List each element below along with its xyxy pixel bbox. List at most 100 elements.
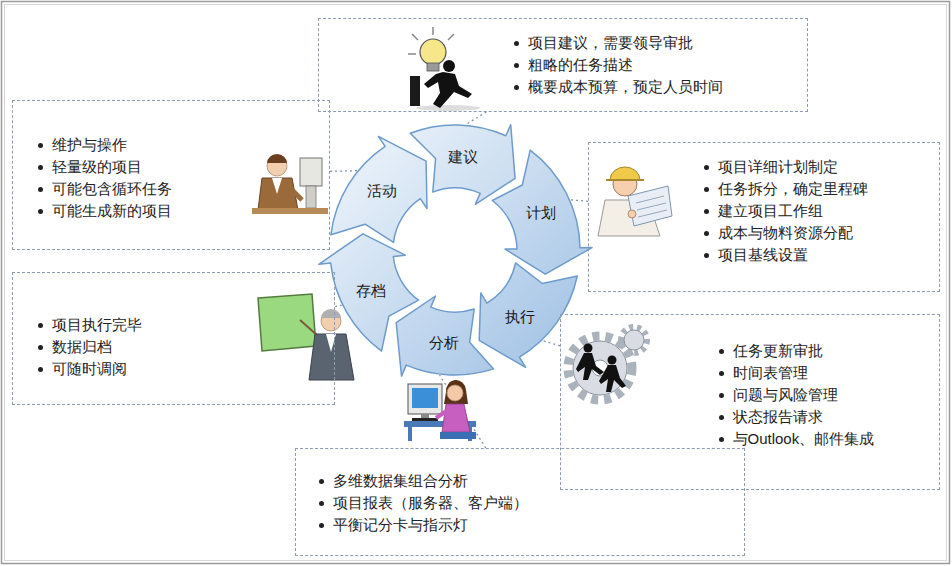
- analyst-figure: [404, 380, 476, 441]
- hat-brim: [606, 179, 644, 181]
- keyboard: [412, 418, 438, 421]
- callout-box: 任务更新审批时间表管理问题与风险管理状态报告请求与Outlook、邮件集成: [560, 314, 940, 490]
- callout-box: 多维数据集组合分析项目报表（服务器、客户端）平衡记分卡与指示灯: [295, 448, 745, 556]
- stage-arrow-shape: [492, 150, 592, 274]
- cycle-stage-arrow: 活动: [328, 134, 430, 245]
- green-board: [258, 294, 316, 351]
- callout-box: 维护与操作轻量级的项目可能包含循环任务可能生成新的项目: [12, 100, 330, 250]
- presenter-arm: [316, 336, 321, 340]
- operator-arm: [290, 188, 302, 200]
- stage-arrow-shape: [319, 234, 419, 351]
- gear: [573, 341, 627, 395]
- monitor-stand: [306, 186, 316, 208]
- callout-leader: [330, 170, 357, 172]
- bullet-list: 项目建议，需要领导审批粗略的任务描述概要成本预算，预定人员时间: [510, 32, 798, 98]
- worker-head: [584, 344, 593, 353]
- worker-body: [599, 365, 626, 392]
- presenter-figure: [258, 294, 354, 380]
- chair: [440, 432, 476, 439]
- engineer-hand: [628, 210, 636, 218]
- cycle-stage-arrow: 计划: [490, 148, 594, 277]
- stage-arrow-shape: [396, 296, 493, 376]
- bullet-item: 项目报表（服务器、客户端）: [315, 492, 735, 514]
- analyst-shirt: [442, 404, 470, 432]
- bullet-item: 维护与操作: [34, 134, 320, 156]
- callout-leader: [543, 341, 561, 346]
- engineer-figure: [598, 167, 672, 236]
- stage-label-holder: 分析: [429, 334, 459, 352]
- light-ray: [408, 53, 416, 55]
- analyst-head: [447, 385, 463, 401]
- bullet-item: 任务拆分，确定里程碑: [700, 178, 930, 200]
- bullet-item: 问题与风险管理: [715, 384, 930, 406]
- bullet-item: 可随时调阅: [34, 358, 325, 380]
- stage-arrow-shape: [331, 136, 427, 242]
- bullet-item: 任务更新审批: [715, 340, 930, 362]
- inner-frame: [5, 5, 947, 561]
- desk-leg: [408, 427, 412, 441]
- blueprint: [628, 186, 672, 226]
- analyst-arm: [436, 410, 448, 418]
- callout-leader: [466, 112, 486, 125]
- desk: [252, 208, 328, 214]
- bullet-item: 轻量级的项目: [34, 156, 320, 178]
- bullet-item: 粗略的任务描述: [510, 54, 798, 76]
- bullet-item: 建立项目工作组: [700, 200, 930, 222]
- hair: [444, 380, 468, 404]
- shirt-collar: [272, 178, 282, 194]
- ground-shadow: [416, 105, 480, 111]
- stage-label: 建议: [448, 148, 478, 166]
- bullet-item: 平衡记分卡与指示灯: [315, 514, 735, 536]
- bullet-list: 多维数据集组合分析项目报表（服务器、客户端）平衡记分卡与指示灯: [315, 470, 735, 536]
- bullet-item: 项目详细计划制定: [700, 156, 930, 178]
- stage-label-holder: 存档: [356, 282, 386, 300]
- bullet-list: 项目详细计划制定任务拆分，确定里程碑建立项目工作组成本与物料资源分配项目基线设置: [700, 156, 930, 266]
- light-ray: [432, 27, 434, 35]
- callout-leader: [571, 200, 589, 202]
- cycle-stage-arrow: 分析: [394, 294, 496, 379]
- callout-box: 项目执行完毕数据归档可随时调阅: [12, 272, 335, 405]
- stage-label-holder: 建议: [448, 148, 478, 166]
- cycle-stage-arrow: 存档: [316, 231, 421, 354]
- hard-hat: [610, 167, 640, 180]
- bullet-item: 数据归档: [34, 336, 325, 358]
- gears-figure: [568, 327, 647, 400]
- bulb-base: [427, 63, 439, 71]
- bullet-item: 多维数据集组合分析: [315, 470, 735, 492]
- light-ray: [448, 34, 454, 40]
- bullet-item: 状态报告请求: [715, 406, 930, 428]
- presenter-suit: [309, 334, 354, 380]
- bullet-list: 任务更新审批时间表管理问题与风险管理状态报告请求与Outlook、邮件集成: [715, 340, 930, 450]
- blueprint-line: [637, 203, 666, 210]
- callout-leader: [335, 305, 342, 306]
- stage-label-holder: 执行: [505, 308, 535, 326]
- monitor: [408, 384, 442, 414]
- callout-box: 项目建议，需要领导审批粗略的任务描述概要成本预算，预定人员时间: [318, 18, 808, 112]
- bullet-item: 项目执行完毕: [34, 314, 325, 336]
- shadow-bar: [410, 76, 420, 106]
- bullet-item: 概要成本预算，预定人员时间: [510, 76, 798, 98]
- runner-body: [424, 72, 472, 108]
- stage-label: 计划: [526, 204, 556, 222]
- runner-head: [443, 60, 455, 72]
- stage-label: 活动: [367, 182, 397, 200]
- blueprint-line: [638, 210, 667, 217]
- callout-box: 项目详细计划制定任务拆分，确定里程碑建立项目工作组成本与物料资源分配项目基线设置: [588, 142, 940, 292]
- bullet-item: 项目基线设置: [700, 244, 930, 266]
- bullet-item: 可能生成新的项目: [34, 200, 320, 222]
- gear-teeth: [621, 327, 647, 353]
- monitor: [300, 158, 322, 186]
- grey-hair: [321, 309, 341, 318]
- hair: [267, 154, 287, 163]
- stage-label: 分析: [429, 334, 459, 352]
- bullet-list: 项目执行完毕数据归档可随时调阅: [34, 314, 325, 380]
- bullet-item: 与Outlook、邮件集成: [715, 428, 930, 450]
- lightbulb: [420, 39, 446, 65]
- gear: [624, 330, 644, 350]
- bullet-item: 成本与物料资源分配: [700, 222, 930, 244]
